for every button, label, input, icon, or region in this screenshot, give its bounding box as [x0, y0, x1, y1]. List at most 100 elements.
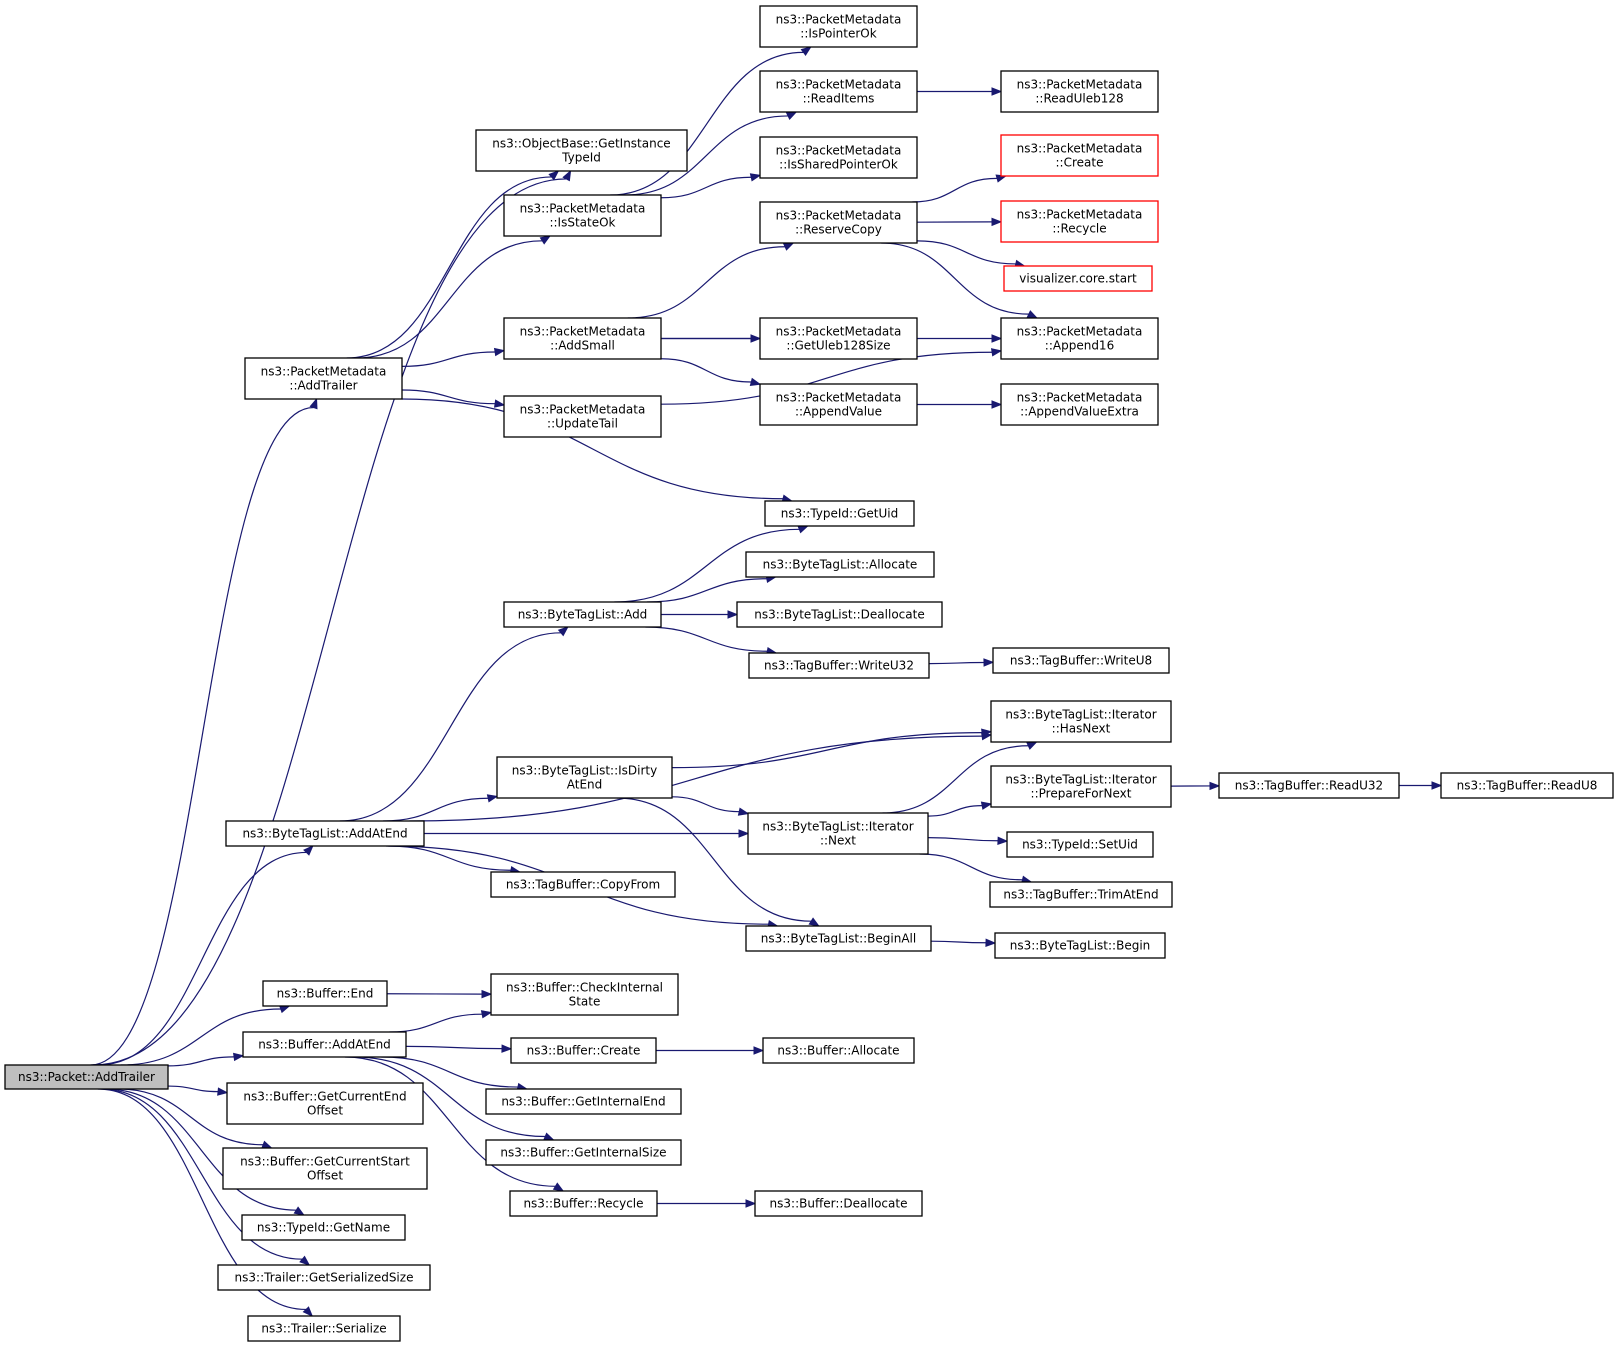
- call-edges: [90, 46, 1443, 1318]
- node-box: [503, 395, 662, 438]
- arrowhead: [539, 235, 552, 245]
- node-buf-allocate[interactable]: ns3::Buffer::Allocate: [762, 1037, 915, 1064]
- edge-pm-addsmall-to-pm-reservecopy: [627, 246, 786, 319]
- node-pm-readuleb128[interactable]: ns3::PacketMetadata::ReadUleb128: [1000, 70, 1159, 113]
- node-tb-readu32[interactable]: ns3::TagBuffer::ReadU32: [1218, 772, 1400, 799]
- node-pm-create[interactable]: ns3::PacketMetadata::Create: [1000, 134, 1159, 177]
- edge-root-to-trailer-serialize: [97, 1088, 307, 1311]
- node-pm-appendvalue[interactable]: ns3::PacketMetadata::AppendValue: [759, 383, 918, 426]
- node-pm-ispointerok[interactable]: ns3::PacketMetadata::IsPointerOk: [759, 5, 918, 48]
- node-btl-add[interactable]: ns3::ByteTagList::Add: [503, 601, 662, 628]
- node-box: [1000, 134, 1159, 177]
- node-tb-trimatend[interactable]: ns3::TagBuffer::TrimAtEnd: [989, 881, 1173, 908]
- node-pm-appendvalueextra[interactable]: ns3::PacketMetadata::AppendValueExtra: [1000, 383, 1159, 426]
- edge-pm-isstateok-to-pm-issharedpointerok: [660, 176, 752, 199]
- node-btli-hasnext[interactable]: ns3::ByteTagList::Iterator::HasNext: [990, 700, 1172, 743]
- node-typeid-getname[interactable]: ns3::TypeId::GetName: [241, 1214, 406, 1241]
- arrowhead: [738, 829, 750, 838]
- node-pm-append16[interactable]: ns3::PacketMetadata::Append16: [1000, 317, 1159, 360]
- node-label: ::ReserveCopy: [795, 223, 882, 237]
- node-btli-preparefornext[interactable]: ns3::ByteTagList::Iterator::PrepareForNe…: [990, 765, 1172, 808]
- node-buf-end[interactable]: ns3::Buffer::End: [262, 980, 388, 1007]
- node-label: ns3::ObjectBase::GetInstance: [492, 137, 670, 151]
- node-btl-addatend[interactable]: ns3::ByteTagList::AddAtEnd: [225, 820, 425, 847]
- node-pm-readitems[interactable]: ns3::PacketMetadata::ReadItems: [759, 70, 918, 113]
- node-pm-getuleb128size[interactable]: ns3::PacketMetadata::GetUleb128Size: [759, 317, 918, 360]
- edge-tb-writeu32-to-tb-writeu8: [928, 661, 985, 665]
- node-label: ::UpdateTail: [547, 417, 618, 431]
- node-tb-copyfrom[interactable]: ns3::TagBuffer::CopyFrom: [490, 871, 676, 898]
- node-label: ns3::ByteTagList::Deallocate: [754, 608, 924, 622]
- node-pm-isstateok[interactable]: ns3::PacketMetadata::IsStateOk: [503, 194, 662, 237]
- node-label: ::AddTrailer: [289, 379, 357, 393]
- node-tb-readu8[interactable]: ns3::TagBuffer::ReadU8: [1440, 772, 1614, 799]
- node-label: AtEnd: [567, 778, 603, 792]
- arrowhead: [797, 525, 809, 534]
- arrowhead: [293, 1206, 305, 1216]
- node-btl-begin[interactable]: ns3::ByteTagList::Begin: [994, 932, 1166, 959]
- node-viz-start[interactable]: visualizer.core.start: [1003, 265, 1153, 292]
- node-label: ns3::Buffer::AddAtEnd: [258, 1038, 391, 1052]
- node-label: ::ReadUleb128: [1035, 92, 1123, 106]
- node-label: ns3::PacketMetadata: [776, 391, 902, 405]
- node-box: [485, 1088, 682, 1115]
- node-pm-reservecopy[interactable]: ns3::PacketMetadata::ReserveCopy: [759, 201, 918, 244]
- node-buf-addatend[interactable]: ns3::Buffer::AddAtEnd: [242, 1031, 407, 1058]
- edge-pm-addsmall-to-pm-appendvalue: [660, 358, 752, 383]
- node-btl-deallocate[interactable]: ns3::ByteTagList::Deallocate: [736, 601, 943, 628]
- node-box: [745, 551, 935, 578]
- edge-root-to-buf-end: [120, 1008, 281, 1066]
- node-pm-recycle[interactable]: ns3::PacketMetadata::Recycle: [1000, 200, 1159, 243]
- node-box: [989, 881, 1173, 908]
- node-buf-create[interactable]: ns3::Buffer::Create: [510, 1037, 657, 1064]
- node-typeid-getuid[interactable]: ns3::TypeId::GetUid: [764, 500, 915, 527]
- edge-btl-isdirtyatend-to-btli-hasnext: [671, 732, 983, 769]
- node-root[interactable]: ns3::Packet::AddTrailer: [4, 1064, 169, 1090]
- node-trailer-serialize[interactable]: ns3::Trailer::Serialize: [247, 1315, 401, 1342]
- node-box: [762, 1037, 915, 1064]
- node-buf-getinternalsize[interactable]: ns3::Buffer::GetInternalSize: [485, 1139, 682, 1166]
- node-label: ns3::TagBuffer::WriteU8: [1010, 654, 1152, 668]
- node-tb-writeu8[interactable]: ns3::TagBuffer::WriteU8: [992, 647, 1170, 674]
- node-pm-addsmall[interactable]: ns3::PacketMetadata::AddSmall: [503, 317, 662, 360]
- node-label: ns3::PacketMetadata: [261, 365, 387, 379]
- node-pm-addtrailer[interactable]: ns3::PacketMetadata::AddTrailer: [244, 357, 403, 400]
- node-box: [759, 70, 918, 113]
- node-typeid-setuid[interactable]: ns3::TypeId::SetUid: [1006, 831, 1154, 858]
- edge-btl-add-to-typeid-getuid: [614, 528, 800, 603]
- node-buf-getinternalend[interactable]: ns3::Buffer::GetInternalEnd: [485, 1088, 682, 1115]
- node-btl-allocate[interactable]: ns3::ByteTagList::Allocate: [745, 551, 935, 578]
- node-btli-next[interactable]: ns3::ByteTagList::Iterator::Next: [747, 812, 929, 855]
- node-pm-updatetail[interactable]: ns3::PacketMetadata::UpdateTail: [503, 395, 662, 438]
- node-box: [1440, 772, 1614, 799]
- node-trailer-getserializedsize[interactable]: ns3::Trailer::GetSerializedSize: [217, 1264, 431, 1291]
- node-buf-recycle[interactable]: ns3::Buffer::Recycle: [509, 1190, 658, 1217]
- node-box: [496, 756, 673, 799]
- node-btl-beginall[interactable]: ns3::ByteTagList::BeginAll: [745, 925, 932, 952]
- node-box: [485, 1139, 682, 1166]
- node-label: State: [569, 995, 601, 1009]
- arrowhead: [808, 917, 820, 927]
- node-label: ns3::TypeId::GetName: [257, 1221, 390, 1235]
- edge-btl-addatend-to-btl-isdirtyatend: [382, 797, 489, 822]
- node-label: ::IsSharedPointerOk: [779, 158, 898, 172]
- node-box: [1006, 831, 1154, 858]
- node-label: ns3::Buffer::GetInternalEnd: [501, 1095, 665, 1109]
- arrowhead: [303, 845, 314, 856]
- node-pm-issharedpointerok[interactable]: ns3::PacketMetadata::IsSharedPointerOk: [759, 136, 918, 179]
- node-label: TypeId: [561, 151, 601, 165]
- node-label: Offset: [307, 1104, 343, 1118]
- edge-btl-isdirtyatend-to-btl-beginall: [616, 797, 812, 922]
- node-box: [1000, 383, 1159, 426]
- node-label: ns3::ByteTagList::Iterator: [1005, 773, 1156, 787]
- node-tb-writeu32[interactable]: ns3::TagBuffer::WriteU32: [748, 652, 930, 679]
- node-buf-deallocate[interactable]: ns3::Buffer::Deallocate: [754, 1190, 923, 1217]
- edge-root-to-btl-addatend: [98, 851, 307, 1066]
- arrowhead: [278, 1005, 291, 1014]
- node-label: ns3::TagBuffer::ReadU32: [1235, 779, 1383, 793]
